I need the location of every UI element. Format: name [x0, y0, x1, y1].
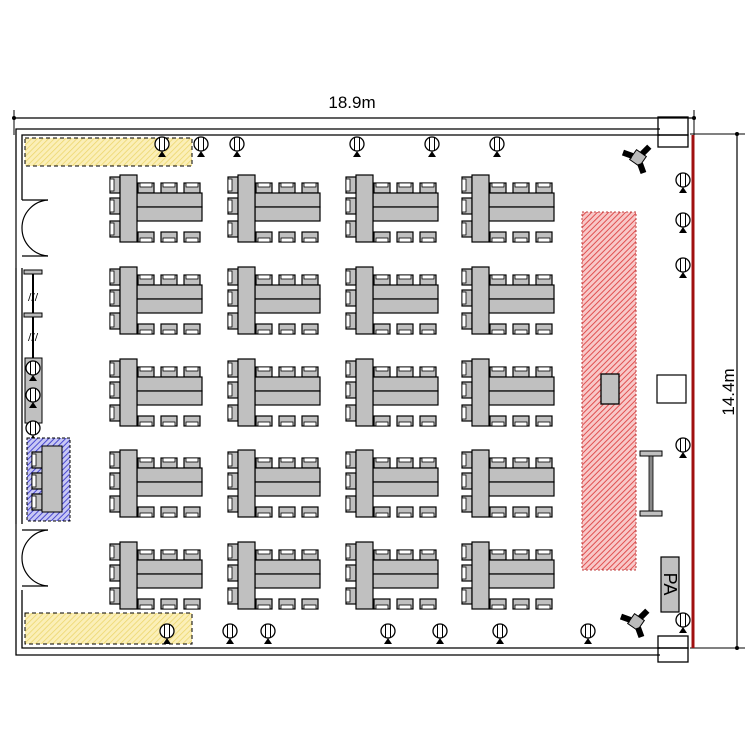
spotlight-icon: [580, 623, 596, 645]
table-group: [228, 359, 320, 426]
spotlight-icon: [260, 623, 276, 645]
reception-desk-area: [26, 437, 71, 522]
table-group: [462, 175, 554, 242]
spotlight-icon: [675, 212, 691, 234]
spotlight-icon: [675, 257, 691, 279]
width-dimension: 18.9m: [12, 93, 696, 135]
seating-tables: [110, 175, 554, 609]
spotlight-icon: [675, 437, 691, 459]
table-group: [110, 175, 202, 242]
table-group: [462, 450, 554, 517]
table-group: [462, 267, 554, 334]
door-lower[interactable]: [15, 524, 49, 590]
spotlight-icon: [222, 623, 238, 645]
table-group: [228, 267, 320, 334]
spotlight-icon: [380, 623, 396, 645]
table-group: [346, 267, 438, 334]
svg-text:///: ///: [28, 332, 39, 343]
width-label: 18.9m: [328, 93, 375, 112]
camera-icon: [621, 144, 652, 175]
table-group: [110, 267, 202, 334]
table-group: [346, 542, 438, 609]
pa-speaker: PA: [660, 556, 680, 613]
spotlight-icon: [193, 136, 209, 158]
table-group: [110, 359, 202, 426]
spotlight-icon: [492, 623, 508, 645]
podium: [600, 373, 620, 405]
table-group: [462, 359, 554, 426]
table-group: [346, 450, 438, 517]
table-group: [462, 542, 554, 609]
table-group: [346, 175, 438, 242]
table-group: [110, 450, 202, 517]
spotlight-icon: [424, 136, 440, 158]
table-group: [228, 542, 320, 609]
height-label: 14.4m: [719, 368, 738, 415]
table-group: [110, 542, 202, 609]
table-group: [228, 450, 320, 517]
table-group: [346, 359, 438, 426]
banner-stand: [639, 450, 663, 517]
table-group: [228, 175, 320, 242]
spotlight-icon: [432, 623, 448, 645]
spotlight-icon: [489, 136, 505, 158]
monitor-box: [656, 374, 687, 404]
svg-text:///: ///: [28, 292, 39, 303]
spotlight-icon: [349, 136, 365, 158]
room-walls: [15, 116, 689, 663]
spotlight-icon: [229, 136, 245, 158]
spotlight-icon: [675, 172, 691, 194]
spotlight-icon: [675, 612, 691, 634]
camera-icon: [619, 608, 650, 639]
door-upper[interactable]: [15, 199, 49, 268]
pa-label: PA: [660, 573, 680, 596]
height-dimension: 14.4m: [690, 132, 745, 650]
